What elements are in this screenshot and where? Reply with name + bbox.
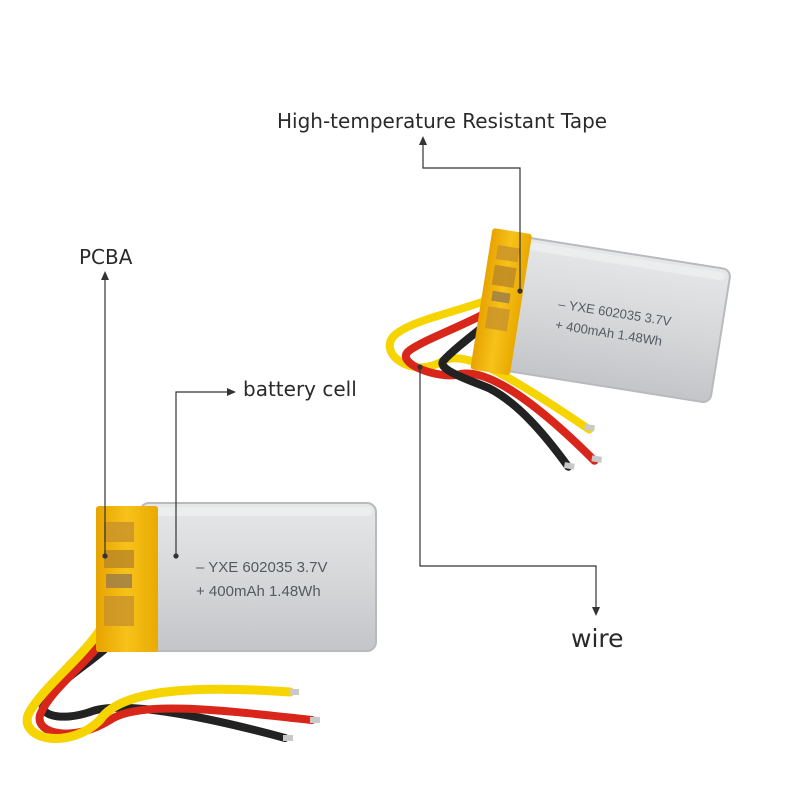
cell-top-rim xyxy=(146,507,372,516)
wires-top-right xyxy=(385,286,603,471)
arrow-up-icon xyxy=(101,271,109,280)
callout-dot xyxy=(417,364,423,370)
wire-tip xyxy=(584,423,596,432)
wire-tip xyxy=(310,717,320,723)
arrow-down-icon xyxy=(592,607,600,616)
wires-bottom-left xyxy=(22,625,320,743)
cell-top-rim xyxy=(522,241,725,281)
wire-tip xyxy=(563,462,575,470)
wire-black xyxy=(438,303,573,471)
pcba-board xyxy=(484,245,520,332)
battery-bottom-left: – YXE 602035 3.7V + 400mAh 1.48Wh xyxy=(22,502,377,743)
wire-tip xyxy=(283,735,293,741)
pcba-board xyxy=(104,522,134,626)
callout-dot xyxy=(517,288,523,294)
arrow-up-icon xyxy=(419,136,427,145)
battery-top-right: – YXE 602035 3.7V + 400mAh 1.48Wh xyxy=(385,228,731,471)
callout-label-wire: wire xyxy=(571,624,624,653)
callout-line-tape xyxy=(422,142,521,290)
callout-dot xyxy=(102,553,108,559)
callout-line-wire xyxy=(419,368,597,608)
callout-markers xyxy=(101,136,600,616)
callout-line-cell xyxy=(175,391,228,555)
wire-red xyxy=(402,296,599,465)
cell-label-line1: – YXE 602035 3.7V xyxy=(196,559,328,576)
cell-label-line2: + 400mAh 1.48Wh xyxy=(196,583,321,600)
wire-yellow xyxy=(22,625,295,743)
wire-tip xyxy=(289,689,299,695)
wire-tip xyxy=(591,455,603,463)
callout-label-pcba: PCBA xyxy=(79,245,133,269)
callout-label-tape: High-temperature Resistant Tape xyxy=(277,109,608,133)
callout-label-battery-cell: battery cell xyxy=(243,377,357,401)
callout-dot xyxy=(173,553,179,559)
callout-lines xyxy=(104,142,597,608)
arrow-right-icon xyxy=(227,388,236,396)
